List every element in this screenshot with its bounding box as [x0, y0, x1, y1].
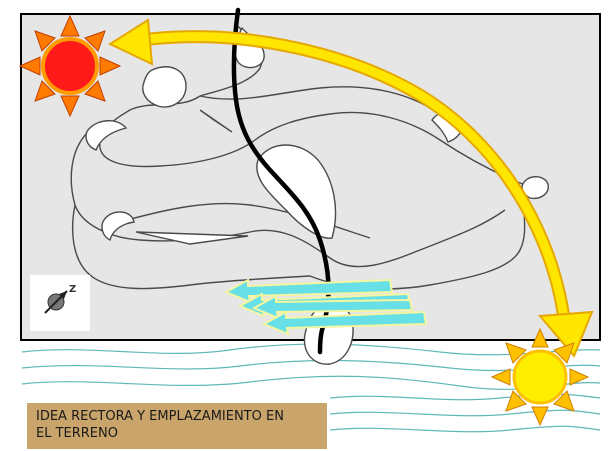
wind-arrow-icon — [261, 310, 428, 336]
wind-arrow-icon — [251, 294, 414, 320]
caption-line-1: IDEA RECTORA Y EMPLAZAMIENTO EN — [36, 409, 284, 424]
wind-arrow-icon — [223, 278, 394, 304]
wind-arrows — [223, 278, 428, 336]
rising-sun-icon — [490, 327, 590, 427]
north-compass-icon — [44, 290, 68, 314]
compass-label: Z — [69, 284, 76, 295]
setting-sun-icon — [18, 14, 122, 118]
north-compass: Z — [30, 275, 90, 331]
main-access-path — [231, 7, 331, 355]
caption-line-2: EL TERRENO — [36, 426, 118, 441]
diagram-caption: IDEA RECTORA Y EMPLAZAMIENTO EN EL TERRE… — [27, 403, 327, 449]
sun-path-arrow — [107, 18, 594, 358]
